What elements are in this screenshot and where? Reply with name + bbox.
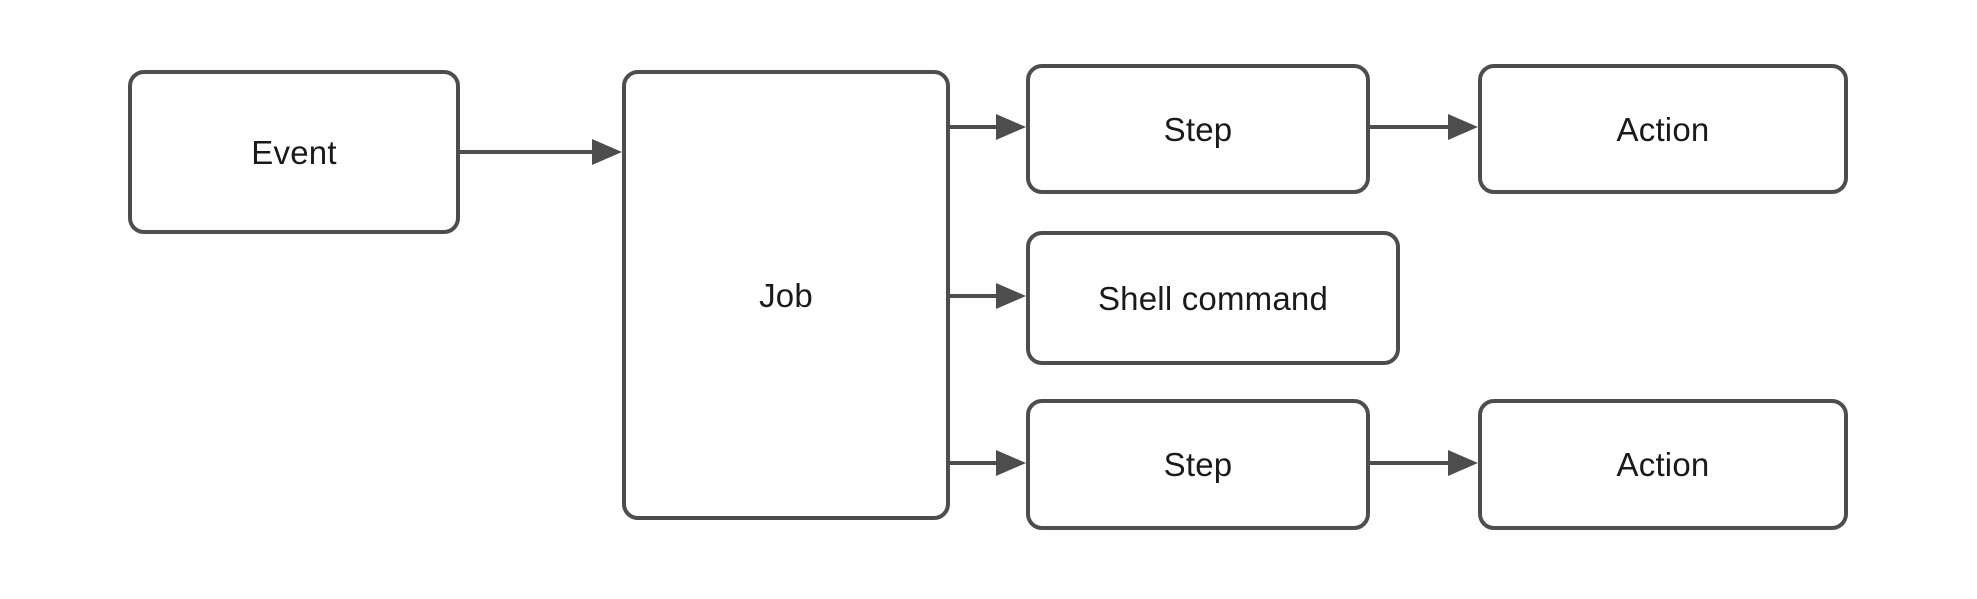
node-action-bottom-label: Action <box>1616 446 1710 483</box>
edge-job-to-step-top <box>950 114 1026 140</box>
node-step-top-label: Step <box>1163 110 1233 148</box>
node-shell-command-label: Shell command <box>1097 279 1329 317</box>
edge-step-top-to-action-top <box>1370 114 1478 140</box>
node-action-top-label: Action <box>1616 110 1710 148</box>
arrowhead-icon <box>996 283 1026 309</box>
edge-step-bottom-to-action-bottom <box>1370 450 1478 476</box>
node-event[interactable]: Event <box>128 70 460 234</box>
arrowhead-icon <box>592 139 622 165</box>
node-job-label: Job <box>759 276 813 314</box>
edge-job-to-shell-command <box>950 283 1026 309</box>
node-event-label: Event <box>251 133 337 171</box>
node-shell-command[interactable]: Shell command <box>1026 231 1400 365</box>
node-step-bottom[interactable]: Step <box>1026 399 1370 530</box>
node-action-top[interactable]: Action <box>1478 64 1848 194</box>
node-job[interactable]: Job <box>622 70 950 520</box>
node-action-bottom[interactable]: Action <box>1478 399 1848 530</box>
edge-job-to-step-bottom <box>950 450 1026 476</box>
edge-event-to-job <box>460 139 622 165</box>
arrowhead-icon <box>1448 114 1478 140</box>
arrowhead-icon <box>996 114 1026 140</box>
arrowhead-icon <box>1448 450 1478 476</box>
arrowhead-icon <box>996 450 1026 476</box>
node-step-top[interactable]: Step <box>1026 64 1370 194</box>
node-step-bottom-label: Step <box>1163 446 1233 483</box>
